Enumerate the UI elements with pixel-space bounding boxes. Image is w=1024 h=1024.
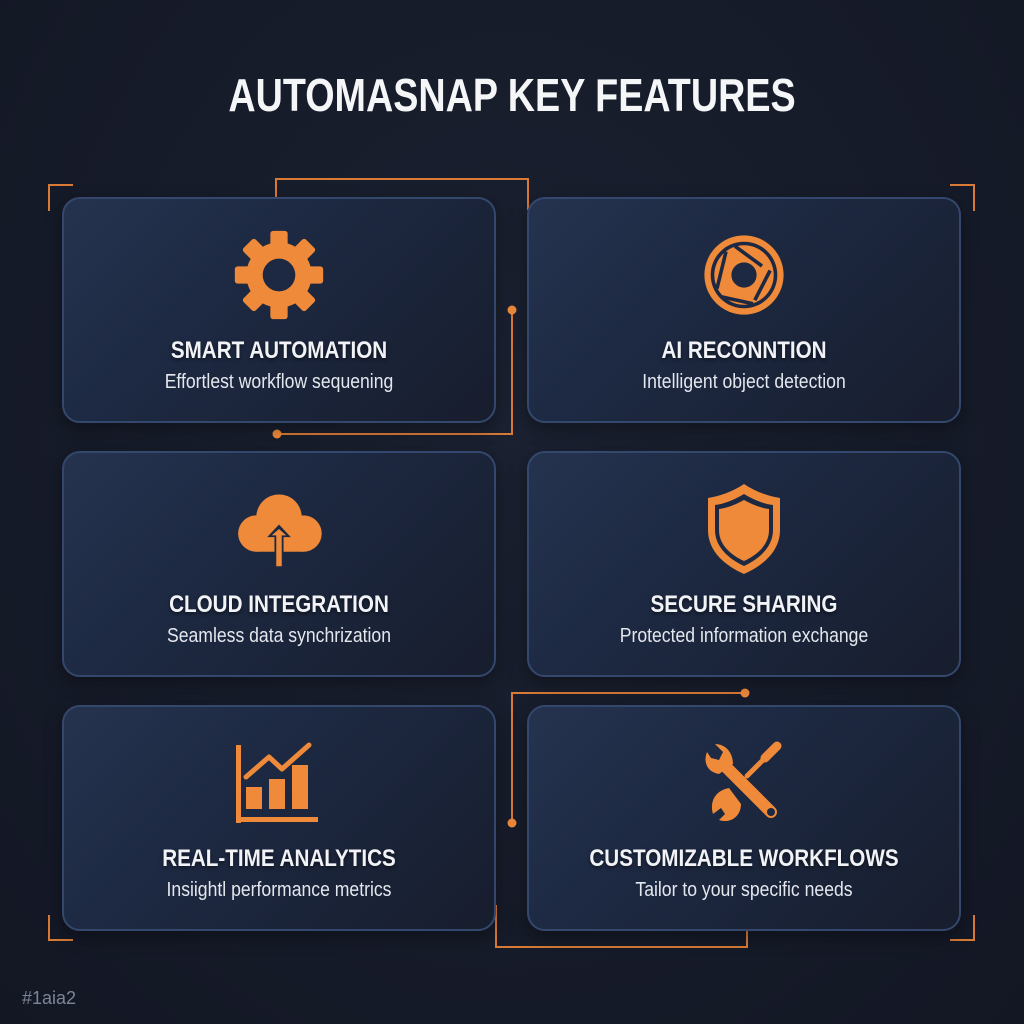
feature-description: Tailor to your specific needs	[635, 879, 853, 901]
feature-title: CLOUD INTEGRATION	[169, 591, 389, 618]
shield-icon	[694, 479, 794, 579]
feature-description: Effortlest workflow sequening	[164, 371, 394, 393]
feature-title: CUSTOMIZABLE WORKFLOWS	[589, 845, 899, 872]
feature-card-customizable-workflows[interactable]: CUSTOMIZABLE WORKFLOWS Tailor to your sp…	[527, 705, 961, 931]
camera-aperture-icon	[694, 225, 794, 325]
feature-title: SMART AUTOMATION	[170, 337, 388, 364]
feature-description: Protected information exchange	[619, 625, 869, 647]
feature-description: Intelligent object detection	[642, 371, 846, 393]
feature-card-ai-recognition[interactable]: AI RECONNTION Intelligent object detecti…	[527, 197, 961, 423]
gear-icon	[229, 225, 329, 325]
feature-title: REAL-TIME ANALYTICS	[162, 845, 396, 872]
cloud-upload-icon	[229, 479, 329, 579]
feature-card-real-time-analytics[interactable]: REAL-TIME ANALYTICS Insiightl performanc…	[62, 705, 496, 931]
bar-chart-trend-icon	[229, 733, 329, 833]
page-title: AUTOMASNAP KEY FEATURES	[228, 69, 796, 121]
feature-title: SECURE SHARING	[650, 591, 838, 618]
wrench-screwdriver-icon	[694, 733, 794, 833]
feature-card-smart-automation[interactable]: SMART AUTOMATION Effortlest workflow seq…	[62, 197, 496, 423]
feature-card-cloud-integration[interactable]: CLOUD INTEGRATION Seamless data synchriz…	[62, 451, 496, 677]
feature-card-secure-sharing[interactable]: SECURE SHARING Protected information exc…	[527, 451, 961, 677]
footer-code: #1aia2	[22, 988, 77, 1008]
feature-description: Seamless data synchrization	[166, 625, 392, 647]
feature-description: Insiightl performance metrics	[166, 879, 392, 901]
feature-title: AI RECONNTION	[661, 337, 827, 364]
